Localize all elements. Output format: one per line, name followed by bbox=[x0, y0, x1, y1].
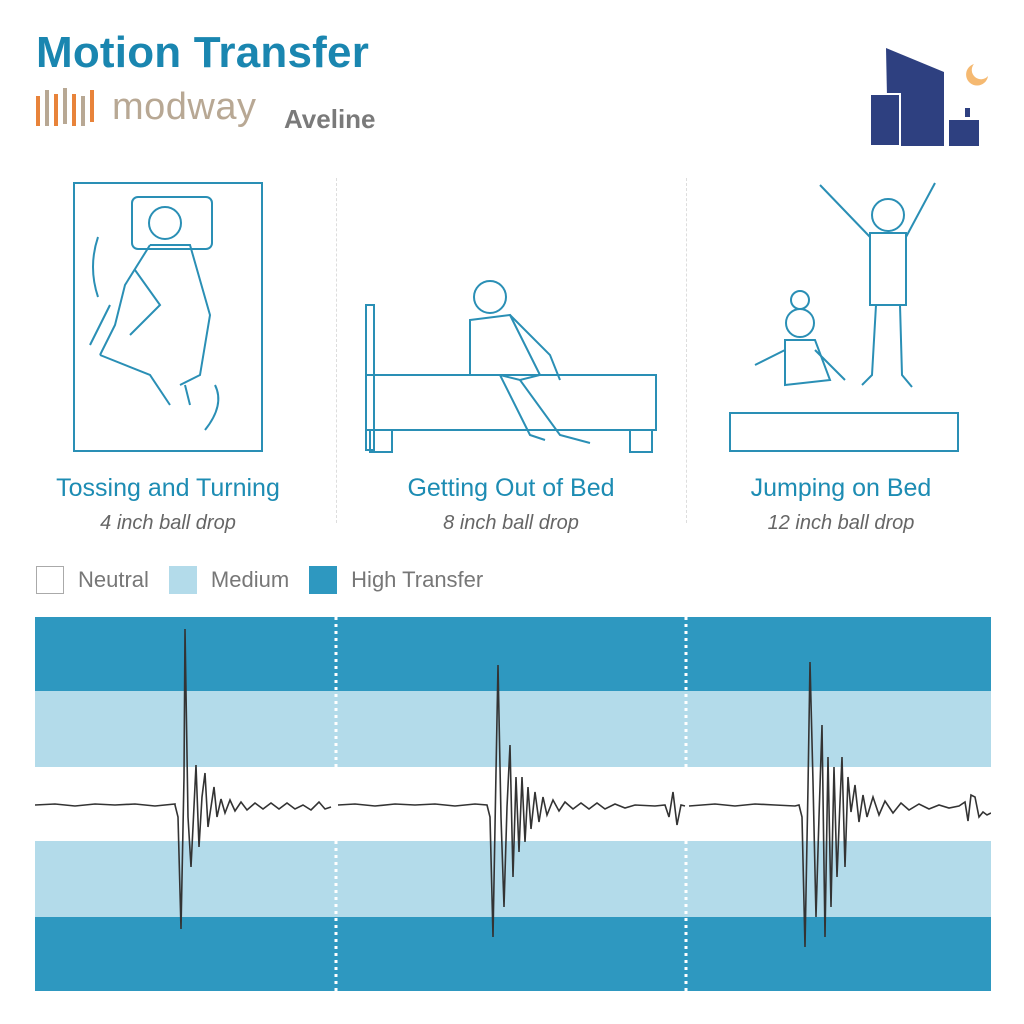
band-high-bottom bbox=[35, 917, 991, 991]
jumping-people-icon bbox=[729, 182, 959, 452]
brand-bars-icon bbox=[36, 88, 94, 126]
brand-name: modway bbox=[112, 85, 257, 128]
motion-transfer-chart bbox=[35, 617, 991, 991]
legend-swatch-medium bbox=[168, 566, 197, 594]
page-title: Motion Transfer bbox=[36, 28, 370, 77]
getting-out-person-icon bbox=[365, 280, 657, 453]
scene-title-2: Getting Out of Bed bbox=[407, 474, 615, 502]
band-high-top bbox=[35, 617, 991, 691]
scene-subtitle-2: 8 inch ball drop bbox=[443, 512, 579, 534]
scene-divider bbox=[336, 178, 337, 523]
chart-legend: Neutral Medium High Transfer bbox=[36, 566, 503, 594]
brand-logo: modway bbox=[36, 86, 257, 128]
band-medium-top bbox=[35, 691, 991, 767]
scene-illustrations bbox=[73, 182, 959, 453]
legend-swatch-neutral bbox=[36, 566, 64, 594]
scene-subtitle-3: 12 inch ball drop bbox=[767, 512, 915, 534]
vibration-trace bbox=[35, 628, 991, 948]
legend-label-medium: Medium bbox=[210, 567, 290, 592]
scene-title-1: Tossing and Turning bbox=[56, 474, 280, 502]
legend-label-neutral: Neutral bbox=[78, 567, 149, 592]
scene-subtitle-1: 4 inch ball drop bbox=[100, 512, 236, 534]
scene-divider bbox=[686, 178, 687, 523]
city-logo-icon bbox=[869, 48, 988, 147]
legend-label-high: High Transfer bbox=[351, 567, 484, 592]
model-name: Aveline bbox=[284, 104, 376, 134]
tossing-person-icon bbox=[73, 182, 263, 452]
legend-swatch-high bbox=[309, 566, 338, 594]
scene-title-3: Jumping on Bed bbox=[750, 474, 932, 502]
